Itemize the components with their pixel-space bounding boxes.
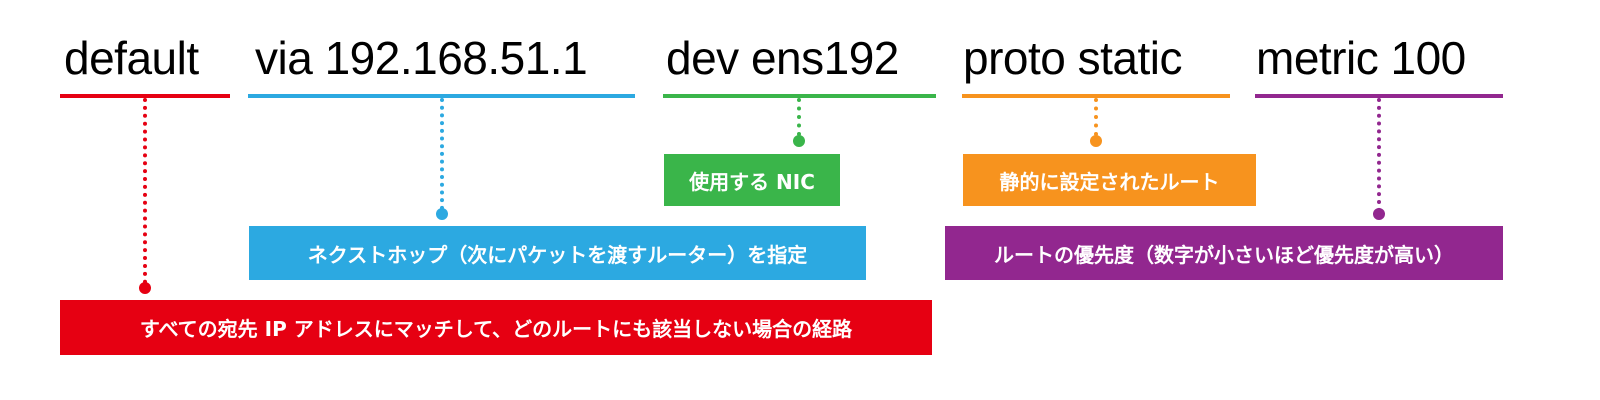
connector-end-dot [793,135,805,147]
connector-via [440,98,444,210]
underline-via [248,94,635,98]
annotation-metric: ルートの優先度（数字が小さいほど優先度が高い） [945,226,1503,280]
connector-metric [1377,98,1381,212]
connector-proto [1094,98,1098,136]
connector-dev [797,98,801,136]
token-proto: proto static [963,32,1183,84]
annotation-dev: 使用する NIC [664,154,840,206]
connector-end-dot [1373,208,1385,220]
connector-end-dot [1090,135,1102,147]
connector-default [143,98,147,284]
underline-dev [663,94,936,98]
connector-end-dot [436,208,448,220]
token-default: default [64,32,199,84]
connector-end-dot [139,282,151,294]
underline-proto [962,94,1230,98]
annotation-default: すべての宛先 IP アドレスにマッチして、どのルートにも該当しない場合の経路 [60,300,932,355]
annotation-proto: 静的に設定されたルート [963,154,1256,206]
underline-metric [1255,94,1503,98]
underline-default [60,94,230,98]
annotation-via: ネクストホップ（次にパケットを渡すルーター）を指定 [249,226,866,280]
token-via: via 192.168.51.1 [255,32,588,84]
token-dev: dev ens192 [666,32,899,84]
token-metric: metric 100 [1256,32,1466,84]
